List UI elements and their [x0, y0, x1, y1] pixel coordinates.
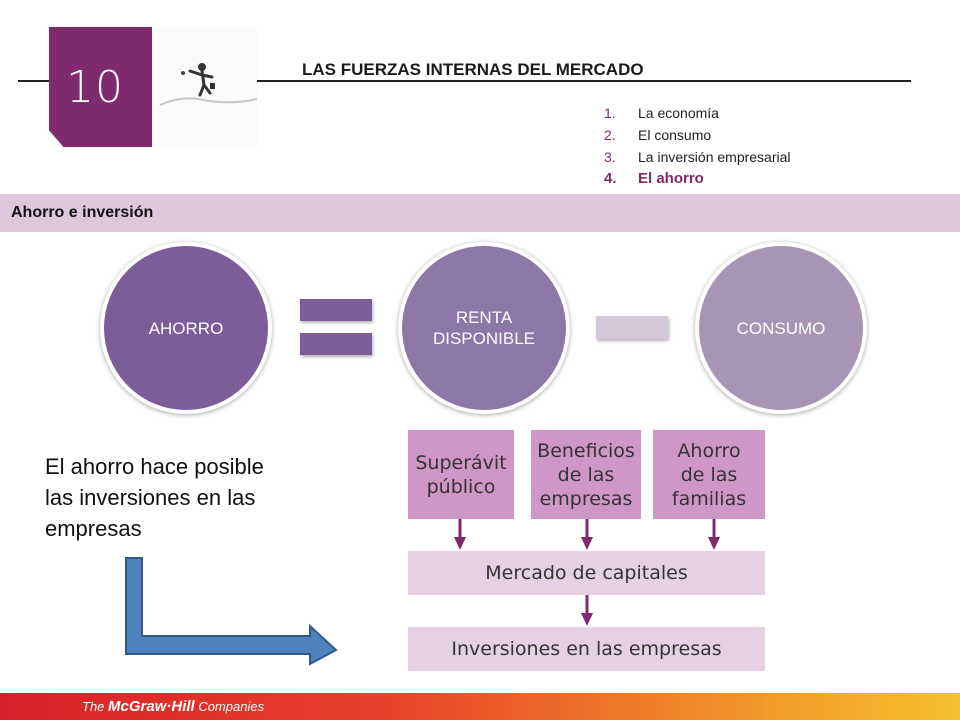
- page-title: LAS FUERZAS INTERNAS DEL MERCADO: [302, 60, 644, 79]
- source-label: de las: [680, 463, 738, 486]
- explanation-line: empresas: [45, 516, 142, 541]
- capital-market-box: Mercado de capitales: [408, 551, 765, 595]
- toc-item[interactable]: 2.El consumo: [604, 127, 712, 143]
- equals-sign-bottom: [300, 333, 372, 355]
- source-label: Ahorro: [677, 439, 741, 462]
- footer-bar: The McGraw·Hill Companies: [0, 693, 960, 720]
- ahorro-circle: AHORRO: [100, 242, 272, 414]
- section-title: Ahorro e inversión: [11, 204, 154, 221]
- renta-disponible-circle: RENTA DISPONIBLE: [398, 242, 570, 414]
- explanation-line: El ahorro hace posible: [45, 454, 264, 479]
- header-rule: [18, 80, 911, 82]
- source-label: Superávit: [415, 451, 507, 474]
- toc-item[interactable]: 3.La inversión empresarial: [604, 149, 791, 165]
- tightrope-walker-icon: [159, 63, 258, 106]
- arrow-down-icon: [581, 519, 593, 550]
- renta-label-line2: DISPONIBLE: [432, 329, 536, 348]
- consumo-circle: CONSUMO: [695, 242, 867, 414]
- arrow-down-icon: [708, 519, 720, 550]
- investments-label: Inversiones en las empresas: [451, 638, 722, 660]
- minus-sign: [596, 316, 668, 339]
- arrow-down-icon: [454, 519, 466, 550]
- source-box-superavit: Superávit público: [408, 430, 514, 519]
- explanation-line: las inversiones en las: [45, 485, 256, 510]
- chapter-number: 10: [66, 62, 124, 113]
- source-label: Beneficios: [537, 439, 635, 462]
- publisher-logo: The McGraw·Hill Companies: [82, 698, 265, 715]
- source-label: familias: [671, 487, 747, 510]
- capital-market-label: Mercado de capitales: [485, 562, 688, 584]
- source-box-beneficios: Beneficios de las empresas: [531, 430, 641, 519]
- blue-l-arrow-icon: [125, 557, 338, 666]
- source-label: público: [426, 475, 496, 498]
- flow-arrows: [454, 519, 720, 626]
- equals-sign-top: [300, 299, 372, 321]
- toc-item[interactable]: 1.La economía: [604, 105, 719, 121]
- ahorro-label: AHORRO: [148, 318, 224, 338]
- chapter-photo: [152, 27, 258, 147]
- chapter-badge: [49, 27, 152, 147]
- section-bar: Ahorro e inversión: [0, 194, 960, 232]
- renta-label-line1: RENTA: [455, 308, 513, 327]
- explanation-text: El ahorro hace posible las inversiones e…: [45, 451, 305, 544]
- source-box-ahorro-familias: Ahorro de las familias: [653, 430, 765, 519]
- source-label: empresas: [539, 487, 633, 510]
- consumo-label: CONSUMO: [736, 318, 826, 338]
- investments-box: Inversiones en las empresas: [408, 627, 765, 671]
- arrow-down-icon: [581, 595, 593, 626]
- chapter-toc: 1.La economía 2.El consumo 3.La inversió…: [604, 102, 791, 190]
- source-label: de las: [557, 463, 615, 486]
- toc-item-active[interactable]: 4.El ahorro: [604, 170, 704, 187]
